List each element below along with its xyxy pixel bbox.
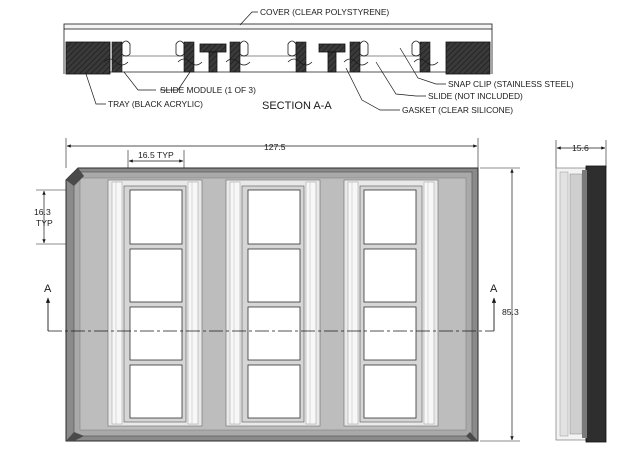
dim-side-thickness: 15.6 (572, 143, 589, 153)
well (363, 248, 417, 303)
slide-module-plan-1 (107, 179, 203, 427)
section-view: COVER (CLEAR POLYSTYRENE) SLIDE MODULE (… (63, 7, 574, 115)
well (129, 306, 183, 361)
tray-end-right (445, 41, 491, 75)
well (129, 248, 183, 303)
callout-snap-clip: SNAP CLIP (STAINLESS STEEL) (448, 79, 574, 89)
dim-well-pitch-y-suffix: TYP (36, 218, 53, 228)
slide-module-section-1 (103, 40, 203, 73)
callout-slide: SLIDE (NOT INCLUDED) (428, 91, 523, 101)
dim-well-pitch-y-value: 16.3 (34, 207, 51, 217)
well (247, 364, 301, 419)
tray-post-1 (199, 43, 227, 73)
well (247, 189, 301, 245)
tray-post-2 (318, 43, 346, 73)
section-marker-right: A (490, 283, 498, 295)
callout-tray: TRAY (BLACK ACRYLIC) (108, 99, 203, 109)
dim-overall-height: 85.3 (502, 307, 519, 317)
section-leaders (85, 11, 446, 111)
well (247, 306, 301, 361)
cover-shape (63, 23, 493, 30)
slide-module-plan-3 (343, 179, 439, 427)
well (129, 189, 183, 245)
tray-end-left (65, 41, 111, 75)
slide-module-plan-2 (225, 179, 321, 427)
side-view: 15.6 (555, 140, 607, 443)
callout-gasket: GASKET (CLEAR SILICONE) (402, 105, 513, 115)
well (247, 248, 301, 303)
slide-module-section-2 (225, 40, 313, 73)
callout-slide-module: SLIDE MODULE (1 OF 3) (160, 85, 256, 95)
plan-view: 127.5 16.5 TYP 16.3 TYP 85.3 (34, 138, 520, 442)
slide-module-section-3 (343, 40, 439, 73)
section-marker-left: A (44, 283, 52, 295)
dim-well-pitch-x: 16.5 TYP (138, 150, 174, 160)
well (363, 189, 417, 245)
well (363, 306, 417, 361)
dim-overall-width: 127.5 (264, 142, 286, 152)
section-title: SECTION A-A (262, 100, 332, 112)
side-tray (585, 165, 607, 443)
callout-cover: COVER (CLEAR POLYSTYRENE) (260, 7, 389, 17)
well (129, 364, 183, 419)
well (363, 364, 417, 419)
